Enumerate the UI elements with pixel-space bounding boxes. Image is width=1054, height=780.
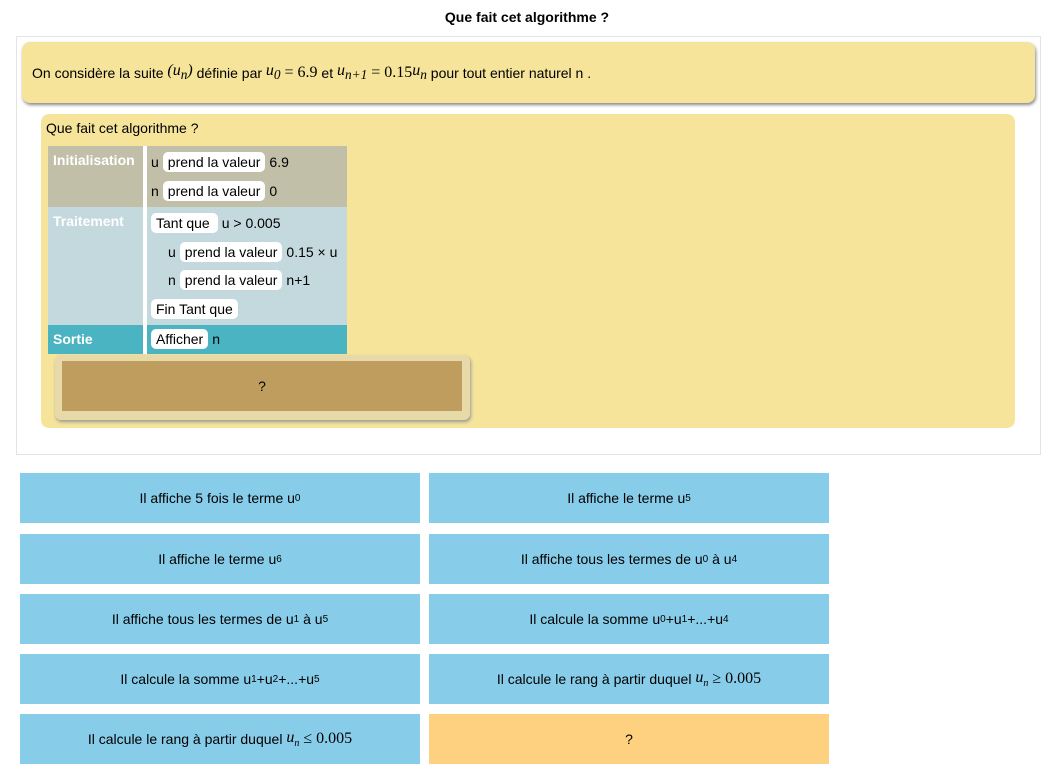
keyword-block: Tant que xyxy=(151,213,218,234)
keyword-block: prend la valeur xyxy=(179,241,283,262)
statement: On considère la suite (un) définie par u… xyxy=(22,42,1035,103)
statement-text: et xyxy=(321,64,334,81)
keyword-block: prend la valeur xyxy=(162,152,266,173)
page-title: Que fait cet algorithme ? xyxy=(444,9,610,25)
math-eq: = 0.15 xyxy=(371,63,413,81)
statement-text: définie par xyxy=(196,64,263,81)
output-label: Sortie xyxy=(53,331,93,347)
math-un1: un+1 xyxy=(336,61,368,83)
algo-line: Fin Tant que xyxy=(151,295,343,324)
math-u0-val: = 6.9 xyxy=(284,63,318,81)
math-u0: u0 xyxy=(265,61,281,83)
choice-button[interactable]: Il calcule le rang à partir duquel un ≤ … xyxy=(20,714,420,764)
choice-button[interactable]: Il calcule le rang à partir duquel un ≥ … xyxy=(429,654,829,704)
answer-slot[interactable]: ? xyxy=(62,361,462,411)
math-seq: (un) xyxy=(167,61,193,83)
statement-text: On considère la suite xyxy=(32,64,164,81)
trait-label: Traitement xyxy=(53,213,124,229)
keyword-block: prend la valeur xyxy=(162,180,266,201)
keyword-block: prend la valeur xyxy=(179,270,283,291)
math-un: un xyxy=(412,61,427,83)
answer-drop-zone[interactable]: ? xyxy=(55,355,470,420)
statement-text: pour tout entier naturel n . xyxy=(430,64,592,81)
init-label: Initialisation xyxy=(53,152,135,168)
keyword-block: Afficher xyxy=(151,329,209,350)
question-title: Que fait cet algorithme ? xyxy=(46,120,199,136)
choice-button[interactable]: ? xyxy=(429,714,829,764)
keyword-block: Fin Tant que xyxy=(151,298,238,319)
